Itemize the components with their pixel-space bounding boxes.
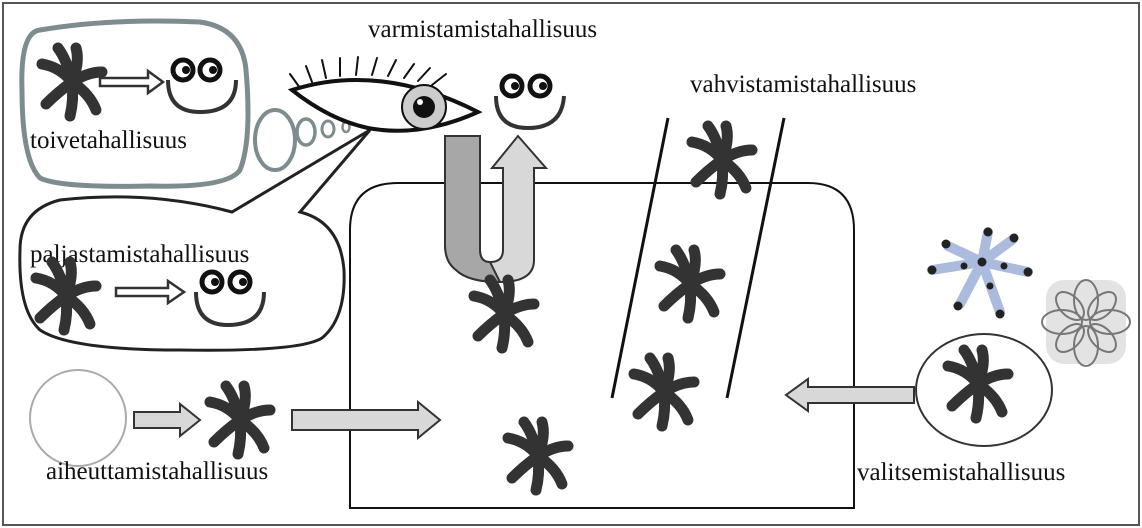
label-cause: aiheuttamistahallisuus xyxy=(46,458,268,485)
star-person-icon xyxy=(210,386,270,454)
cause-arrow-2 xyxy=(292,402,440,438)
label-hope: toivetahallisuus xyxy=(30,127,187,154)
star-person-icon xyxy=(508,422,568,490)
smiley-face-icon xyxy=(168,60,236,112)
star-person-icon xyxy=(42,48,102,116)
label-verify: varmistamistahallisuus xyxy=(368,16,597,43)
thought-bubble-icon xyxy=(255,110,295,170)
mind-box xyxy=(350,183,854,508)
confirm-band-left xyxy=(612,118,668,398)
label-select: valitsemistahallisuus xyxy=(857,459,1065,486)
confirm-band-right xyxy=(727,118,784,398)
smiley-face-icon xyxy=(496,76,564,128)
star-person-icon xyxy=(660,250,720,318)
cause-arrow-1 xyxy=(134,404,200,436)
star-person-icon xyxy=(36,262,96,330)
star-person-icon xyxy=(634,358,694,426)
reveal-arrow xyxy=(116,281,184,303)
gray-flower-icon xyxy=(1042,280,1130,366)
eye-icon xyxy=(290,57,478,131)
blue-flower-icon xyxy=(928,228,1033,319)
star-person-icon xyxy=(474,280,534,348)
empty-circle xyxy=(30,370,126,466)
hope-arrow xyxy=(100,71,163,93)
star-person-icon xyxy=(692,126,752,194)
label-reveal: paljastamistahallisuus xyxy=(30,241,249,268)
smiley-face-icon xyxy=(196,272,264,325)
select-arrow xyxy=(786,379,914,411)
label-confirm: vahvistamistahallisuus xyxy=(690,71,916,98)
